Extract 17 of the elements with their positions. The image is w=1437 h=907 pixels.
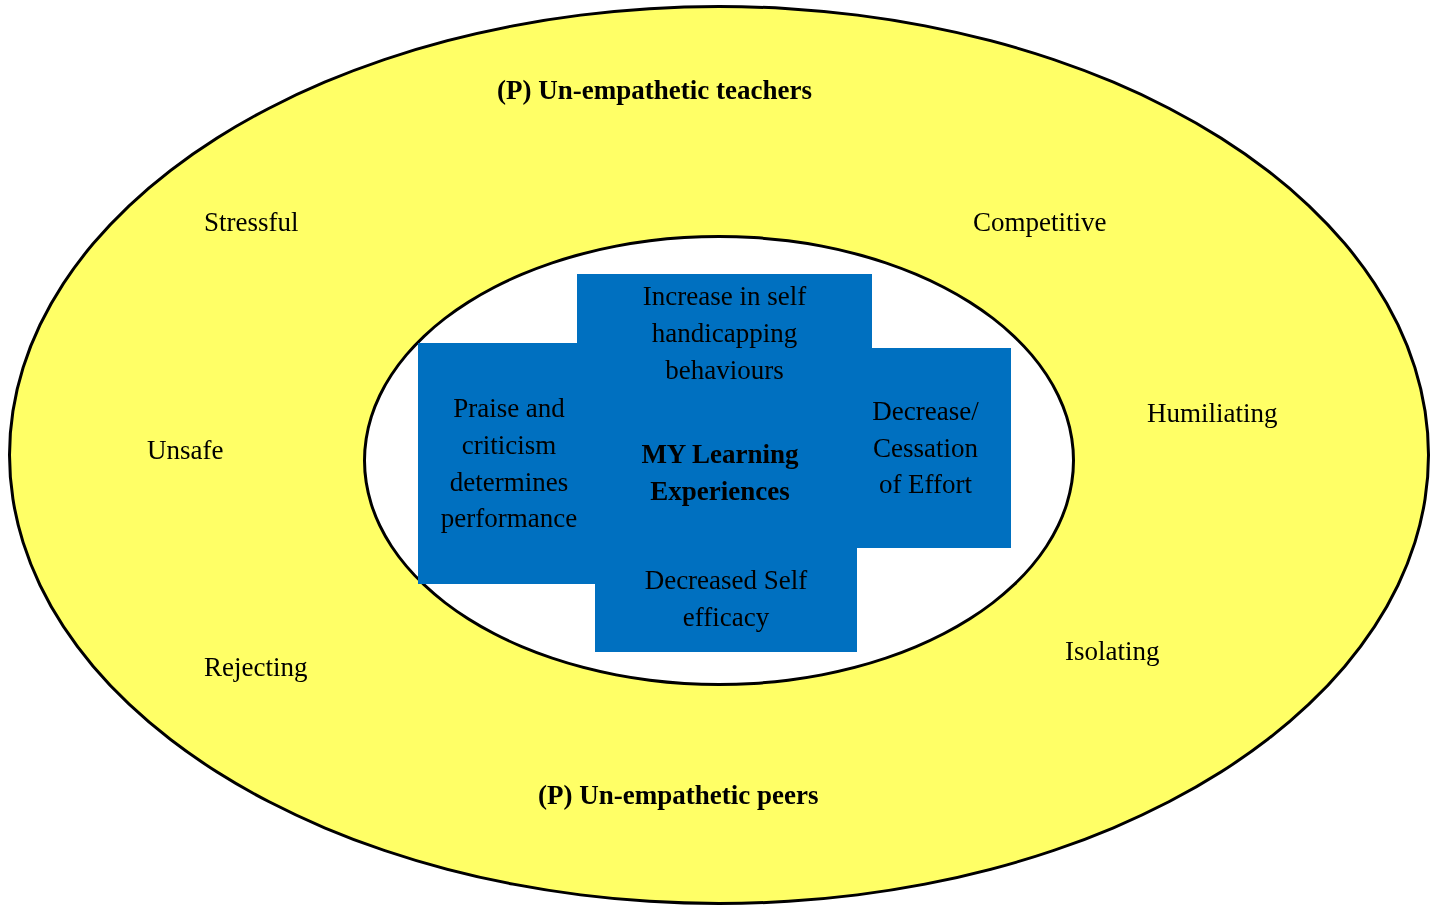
ring-label: Stressful bbox=[204, 207, 299, 238]
ring-label: Unsafe bbox=[147, 435, 224, 466]
panel-text: Decrease/ Cessation of Effort bbox=[871, 394, 980, 502]
ring-label: Competitive bbox=[973, 207, 1107, 238]
experience-panel bbox=[418, 343, 600, 584]
ring-heading: (P) Un-empathetic peers bbox=[538, 780, 819, 811]
experience-panel bbox=[577, 274, 872, 400]
ring-label: Humiliating bbox=[1147, 398, 1278, 429]
panel-text: Increase in self handicapping behaviours bbox=[641, 280, 808, 387]
panel-text: Decreased Self efficacy bbox=[643, 563, 809, 634]
panel-text: MY Learning Experiences bbox=[640, 437, 800, 508]
experience-panel bbox=[595, 545, 857, 652]
ring-label: Isolating bbox=[1065, 636, 1160, 667]
ring-heading: (P) Un-empathetic teachers bbox=[497, 75, 812, 106]
panel-text: Praise and criticism determines performance bbox=[439, 391, 579, 536]
ring-label: Rejecting bbox=[204, 652, 308, 683]
experience-panel bbox=[840, 348, 1011, 548]
